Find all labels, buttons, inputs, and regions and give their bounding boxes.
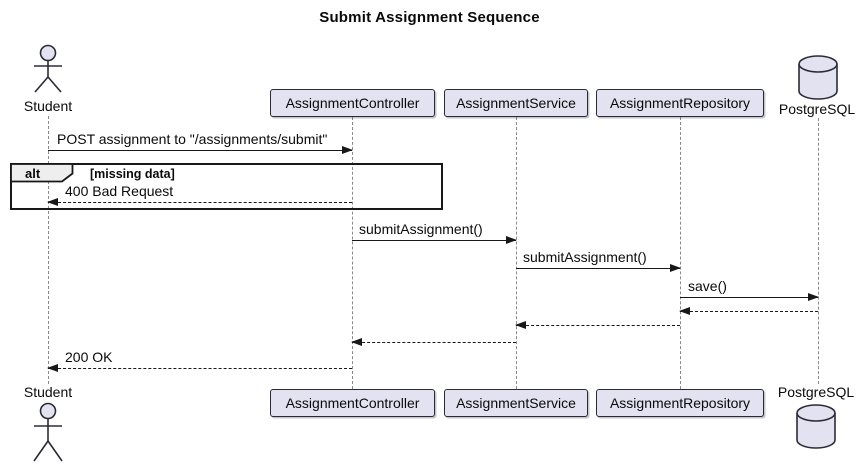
alt-frame: alt [missing data]	[10, 163, 443, 210]
lifeline-database	[818, 118, 819, 384]
participant-service-bottom: AssignmentService	[444, 389, 588, 417]
diagram-title: Submit Assignment Sequence	[319, 9, 540, 26]
participant-student-top: Student	[23, 98, 73, 114]
message-label: 400 Bad Request	[65, 183, 174, 199]
alt-guard-label: [missing data]	[90, 167, 175, 181]
arrow-line	[48, 202, 352, 203]
message-label: submitAssignment()	[523, 249, 647, 265]
arrowhead	[342, 146, 353, 154]
message-label: POST assignment to "/assignments/submit"	[57, 131, 328, 147]
arrow-line	[352, 240, 516, 241]
participant-database-bottom: PostgreSQL	[777, 384, 855, 400]
message-label: submitAssignment()	[359, 221, 483, 237]
message-label: save()	[688, 278, 727, 294]
arrowhead	[351, 338, 362, 346]
arrow-line	[680, 297, 818, 298]
database-icon	[798, 55, 838, 100]
actor-icon	[33, 402, 63, 462]
participant-controller-top: AssignmentController	[270, 89, 435, 117]
arrowhead	[47, 198, 58, 206]
arrowhead	[808, 293, 819, 301]
participant-service-top: AssignmentService	[444, 89, 588, 117]
lifeline-repository	[680, 117, 681, 389]
arrow-line	[48, 150, 352, 151]
participant-student-bottom: Student	[23, 384, 73, 400]
arrow-line	[352, 342, 516, 343]
arrow-line	[48, 368, 352, 369]
lifeline-student	[48, 116, 49, 384]
alt-operator-label: alt	[25, 166, 41, 181]
arrowhead	[47, 364, 58, 372]
arrowhead	[670, 264, 681, 272]
database-icon	[796, 404, 836, 449]
participant-database-top: PostgreSQL	[778, 101, 856, 117]
lifeline-controller	[352, 117, 353, 389]
participant-controller-bottom: AssignmentController	[270, 389, 435, 417]
arrow-line	[680, 311, 818, 312]
arrowhead	[515, 321, 526, 329]
participant-repository-top: AssignmentRepository	[596, 89, 764, 117]
arrowhead	[679, 307, 690, 315]
arrow-line	[516, 268, 680, 269]
participant-repository-bottom: AssignmentRepository	[596, 389, 764, 417]
arrow-line	[516, 325, 680, 326]
actor-icon	[34, 44, 62, 93]
message-label: 200 OK	[65, 349, 113, 365]
arrowhead	[506, 236, 517, 244]
alt-operator-pentagon	[10, 163, 74, 183]
lifeline-service	[516, 117, 517, 389]
